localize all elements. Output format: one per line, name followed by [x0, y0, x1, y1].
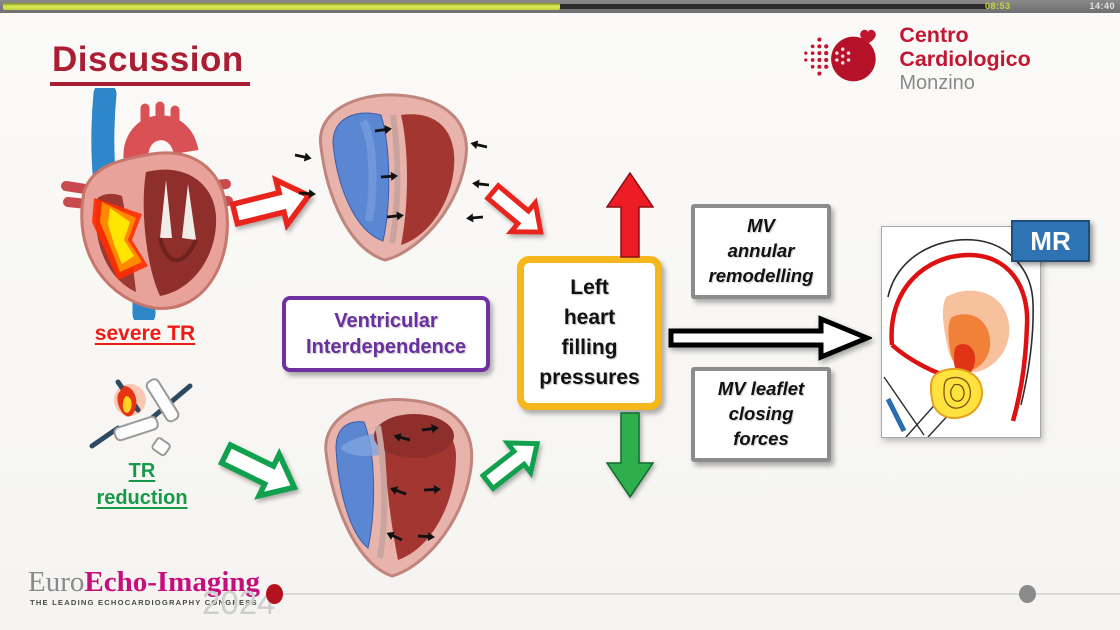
tr-reduction-line2: reduction: [96, 487, 188, 509]
left-heart-filling-pressures-box: Left heart filling pressures: [517, 256, 662, 410]
tr-reduction-clip-illustration: [89, 378, 193, 457]
euroecho-logo: EuroEcho-Imaging: [28, 566, 288, 599]
mr-badge: MR: [1011, 220, 1090, 262]
timeline-current-dot: [266, 584, 283, 604]
black-arrow-to-mr-icon: [668, 315, 872, 361]
vbox-line1: Ventricular: [334, 310, 438, 332]
video-progress-bar[interactable]: 08:53 14:40: [0, 0, 1120, 13]
decrease-arrow-icon: [606, 412, 654, 498]
ybox-line3: filling: [561, 336, 618, 359]
green-arrow-upright-icon: [480, 440, 541, 492]
progress-played[interactable]: [3, 3, 560, 10]
ventricular-interdependence-box: Ventricular Interdependence: [282, 296, 490, 372]
tr-jet: [92, 198, 148, 280]
monzino-subname: Monzino: [899, 71, 975, 94]
ybox-line2: heart: [563, 306, 616, 330]
mv1-line1: MV: [747, 215, 775, 237]
current-time: 08:53: [985, 1, 1011, 11]
mv-leaflet-closing-forces-box: MV leaflet closing forces: [691, 367, 831, 462]
ybox-line1: Left: [570, 276, 609, 300]
red-arrow-right-icon: [230, 175, 313, 232]
slide-timeline: [268, 593, 1120, 595]
monzino-name: Centro Cardiologico: [899, 23, 1031, 71]
tr-reduction-label: TR reduction: [62, 458, 222, 512]
monzino-logo-icon: [804, 29, 876, 82]
inward-pressure-arrows: [294, 125, 489, 223]
decompressed-lv-heart-illustration: [324, 397, 474, 578]
mv2-line2: closing: [728, 403, 794, 425]
red-arrow-downright-icon: [484, 182, 544, 235]
total-duration: 14:40: [1089, 1, 1115, 11]
severe-tr-label: severe TR: [94, 322, 196, 345]
mv1-line3: remodelling: [708, 264, 814, 286]
euroecho-logo-echo: Echo-Imaging: [84, 566, 261, 598]
vbox-line2: Interdependence: [305, 336, 467, 358]
heart-icon: [860, 29, 876, 44]
outward-expansion-arrows: [386, 424, 441, 542]
tr-reduction-line1: TR: [128, 460, 156, 482]
mv2-line1: MV leaflet: [717, 378, 805, 400]
increase-arrow-icon: [606, 172, 654, 258]
mv-annular-remodelling-box: MV annular remodelling: [691, 204, 831, 299]
euroecho-tagline: THE LEADING ECHOCARDIOGRAPHY CONGRESS: [30, 598, 258, 607]
mv2-line3: forces: [733, 427, 789, 449]
ybox-line4: pressures: [539, 365, 640, 389]
monzino-logo: Centro Cardiologico Monzino: [800, 23, 1100, 94]
euroecho-logo-euro: Euro: [28, 566, 85, 598]
compressed-lv-heart-illustration: [294, 93, 489, 262]
euroecho-year: 2024: [202, 584, 276, 621]
timeline-end-dot: [1019, 585, 1036, 603]
green-arrow-right-icon: [218, 441, 299, 500]
mv1-line2: annular: [727, 240, 795, 262]
page-title: Discussion: [50, 40, 250, 86]
severe-tr-heart-illustration: [61, 88, 233, 320]
